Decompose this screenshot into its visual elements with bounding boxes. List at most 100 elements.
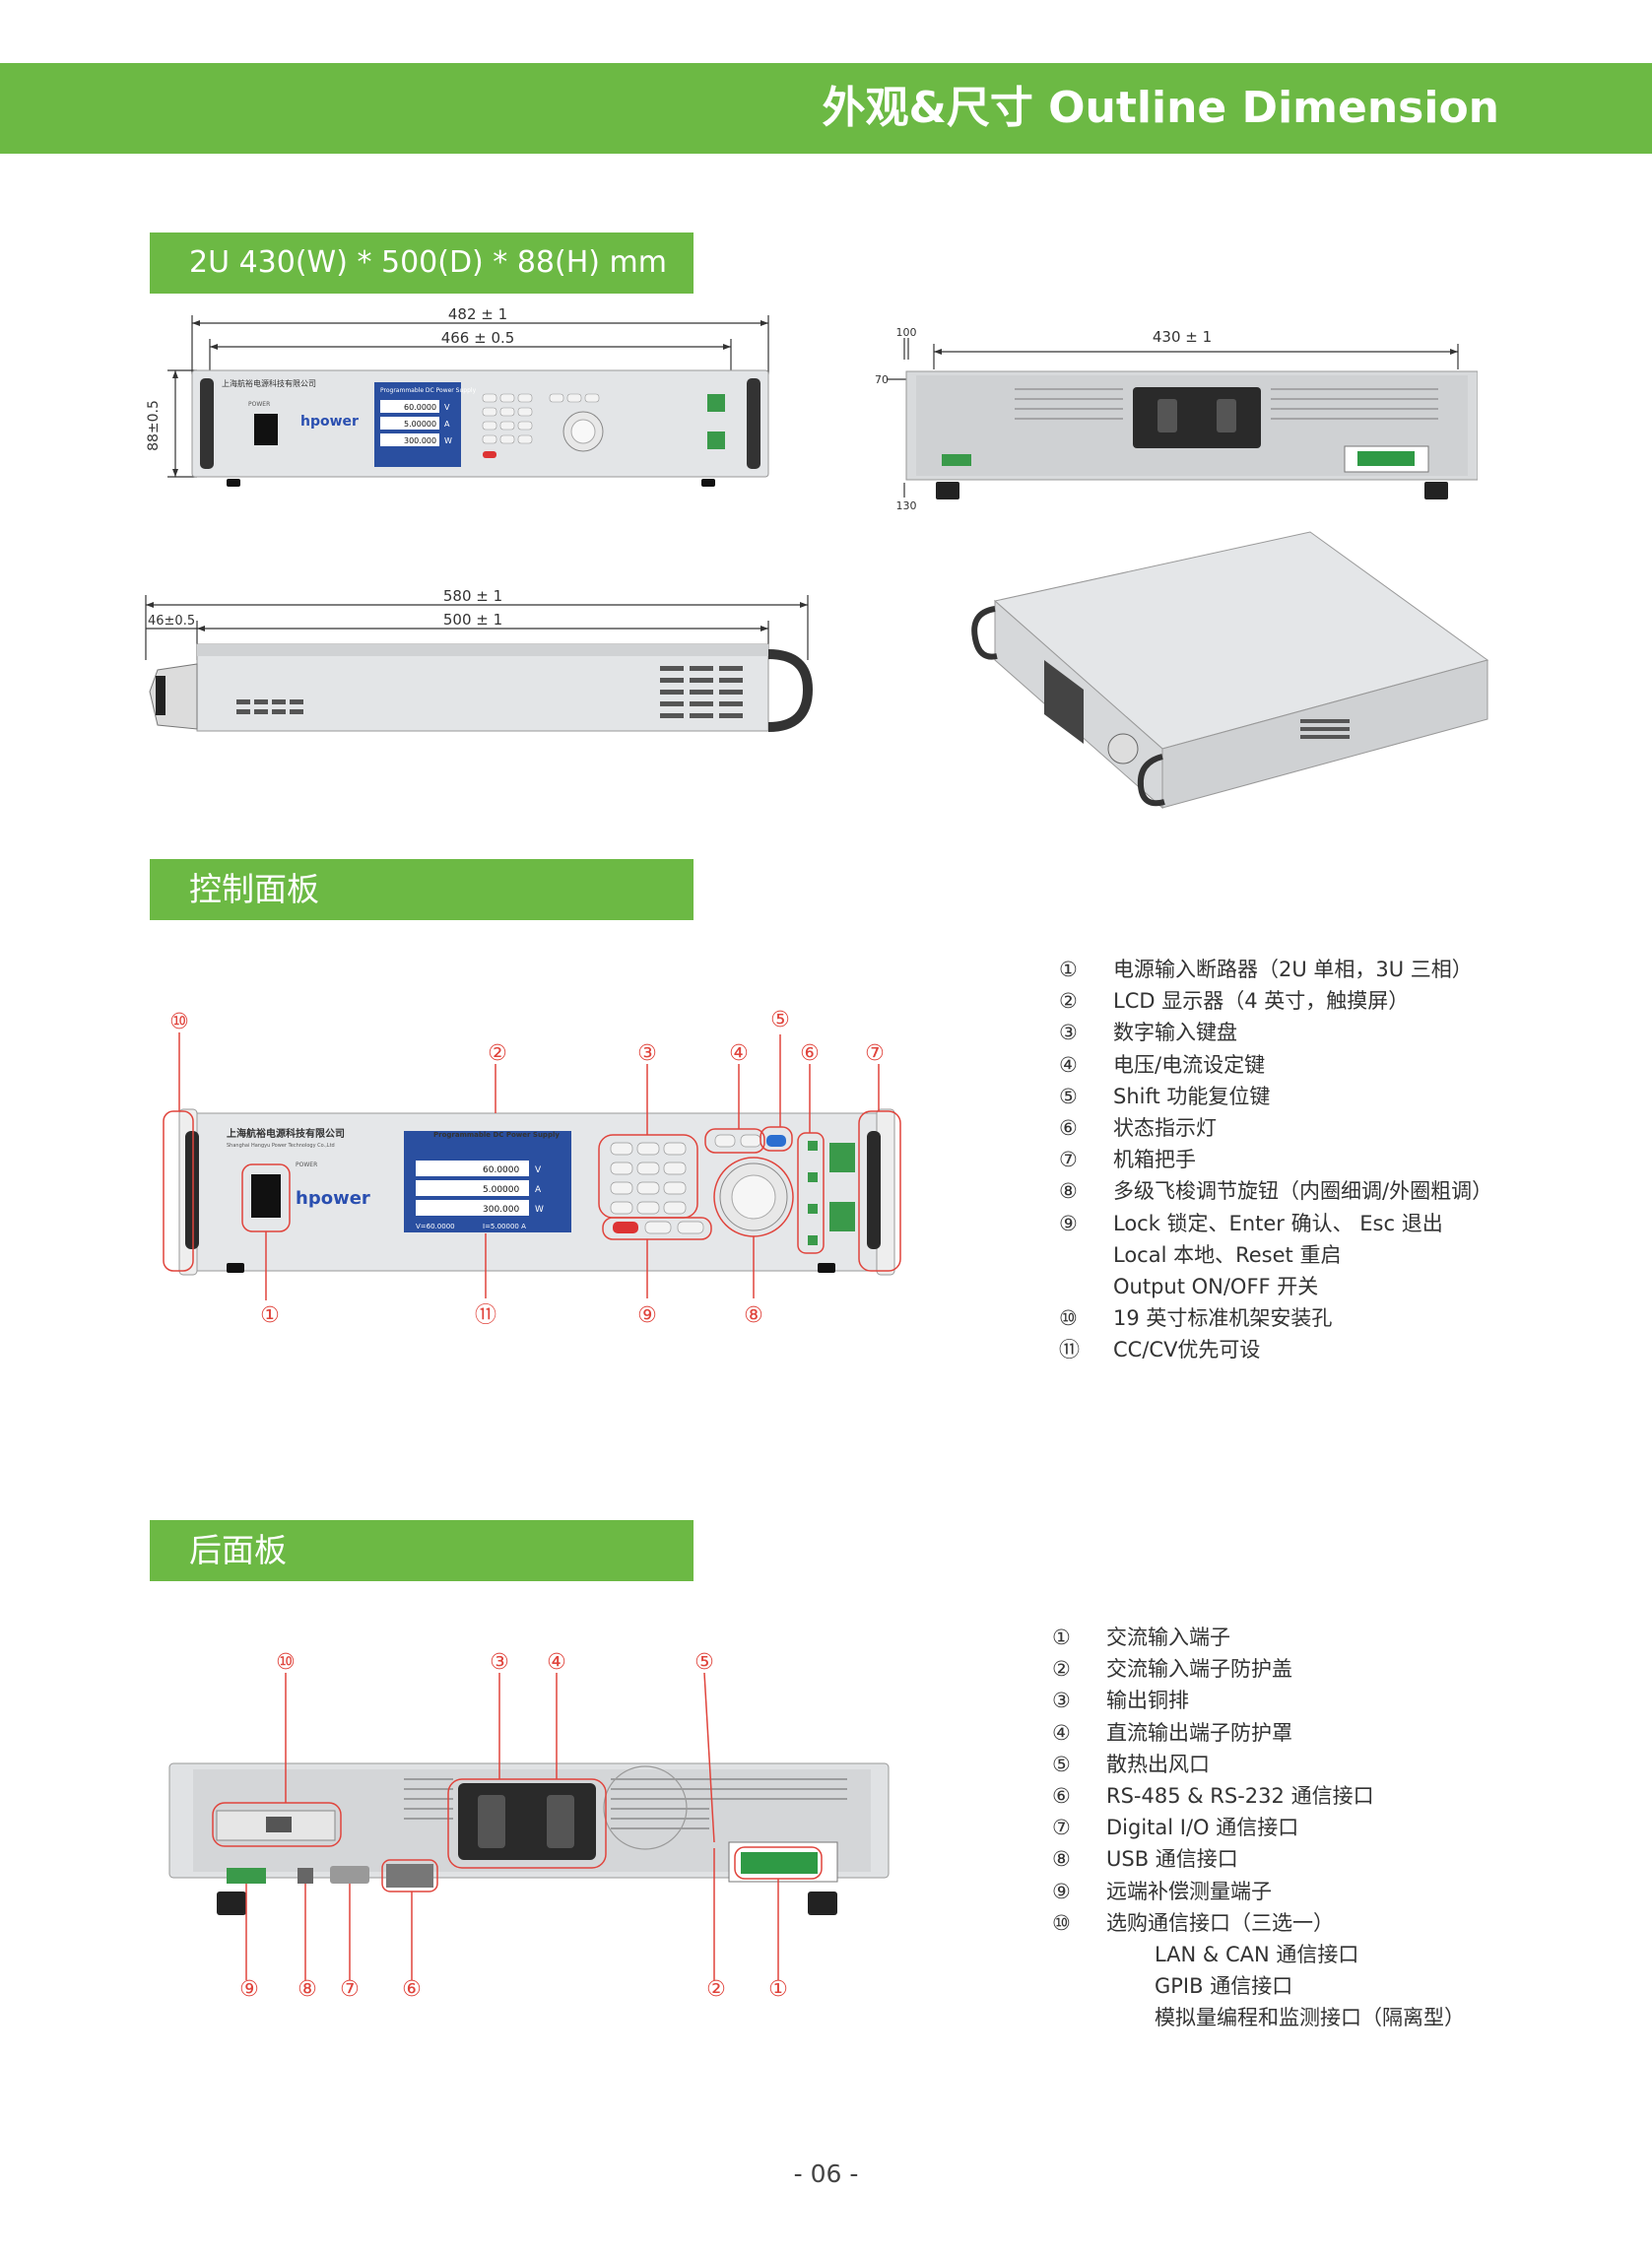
front-view-dimension-figure: 482 ± 1 466 ± 0.5 88±0.5 上海航裕电源科技有限公司 PO… [146, 305, 769, 487]
cp-unit-a: A [535, 1185, 542, 1195]
front-width-outer: 482 ± 1 [448, 305, 507, 323]
cp-bottom-v: V=60.0000 [416, 1223, 455, 1230]
rear-digital-io-port[interactable] [330, 1866, 369, 1884]
page-title: 外观&尺寸 Outline Dimension [822, 83, 1499, 133]
front-width-inner: 466 ± 0.5 [441, 329, 515, 347]
rear-rs485-port[interactable] [386, 1864, 433, 1888]
front-unit-w: W [444, 436, 452, 445]
isometric-view-figure [971, 531, 1489, 810]
front-reading-a: 5.00000 [404, 420, 436, 429]
control-panel-title: 控制面板 [189, 870, 319, 908]
cp-vset-button[interactable] [714, 1134, 736, 1148]
rp-legend-subitem: LAN & CAN 通信接口 [1155, 1943, 1359, 1967]
cp-power-label: POWER [296, 1162, 317, 1168]
front-brand: 上海航裕电源科技有限公司 [222, 378, 316, 388]
front-power-label: POWER [248, 401, 270, 408]
cp-callout-11: ⑪ [475, 1303, 496, 1328]
front-height: 88±0.5 [146, 400, 162, 451]
cp-callout-9: ⑨ [637, 1303, 657, 1328]
rp-callout-3: ③ [490, 1650, 509, 1675]
power-switch[interactable] [254, 414, 278, 445]
front-panel-title: Programmable DC Power Supply [380, 387, 477, 394]
handle-left [200, 378, 214, 469]
cp-brand: 上海航裕电源科技有限公司 [227, 1127, 345, 1140]
rp-callout-4: ④ [547, 1650, 566, 1675]
rear-usb-port[interactable] [297, 1868, 313, 1884]
rp-callout-5: ⑤ [694, 1650, 714, 1675]
rear-dim-left: 70 [875, 373, 889, 386]
rp-legend-subitem: 模拟量编程和监测接口（隔离型） [1155, 2006, 1465, 2030]
cp-lock-button[interactable] [644, 1221, 672, 1234]
front-unit-v: V [444, 403, 450, 412]
side-length-outer: 580 ± 1 [443, 587, 502, 605]
rp-legend-subitem: GPIB 通信接口 [1155, 1974, 1293, 1999]
rp-callout-10: ⑩ [276, 1650, 296, 1675]
rear-ac-input-terminal [741, 1852, 818, 1874]
page-number: - 06 - [793, 2159, 859, 2188]
cp-enter-button[interactable] [677, 1221, 704, 1234]
handle-right [747, 378, 760, 469]
cp-power-switch[interactable] [251, 1174, 281, 1218]
cp-callout-4: ④ [729, 1041, 749, 1066]
header-banner: 外观&尺寸 Outline Dimension [0, 63, 1652, 154]
rp-callout-9: ⑨ [239, 1977, 259, 2002]
rp-callout-2: ② [706, 1977, 726, 2002]
cp-callout-3: ③ [637, 1041, 657, 1066]
cp-iset-button[interactable] [740, 1134, 761, 1148]
front-reading-w: 300.000 [404, 436, 436, 445]
rear-dim-bottom: 130 [896, 499, 917, 512]
rp-callout-7: ⑦ [340, 1977, 360, 2002]
cp-callout-10: ⑩ [169, 1010, 189, 1034]
cp-brand-en: Shanghai Hangyu Power Technology Co.,Ltd [227, 1143, 335, 1149]
cp-callout-5: ⑤ [770, 1008, 790, 1032]
rear-panel-figure: ① ② ③ ④ ⑤ ⑥ ⑦ ⑧ ⑨ ⑩ [168, 1650, 890, 2002]
front-logo: hpower [300, 414, 359, 430]
side-handle-offset: 46±0.5 [148, 614, 195, 629]
svg-text:hpower: hpower [296, 1188, 370, 1209]
side-view-dimension-figure: 580 ± 1 500 ± 1 46±0.5 [145, 587, 814, 732]
cp-bottom-i: I=5.00000 A [483, 1223, 526, 1230]
cp-legend-cont: Local 本地、Reset 重启 [1113, 1242, 1342, 1267]
front-keypad[interactable] [482, 393, 533, 444]
rear-output-busbar [1133, 387, 1261, 448]
rp-callout-1: ① [768, 1977, 788, 2002]
cp-output-button[interactable] [613, 1222, 638, 1233]
rear-panel-title: 后面板 [189, 1531, 287, 1569]
cp-callout-2: ② [488, 1041, 507, 1066]
cp-shift-button[interactable] [766, 1135, 786, 1147]
rear-remote-sense-terminal [227, 1868, 266, 1884]
rear-view-dimension-figure: 430 ± 1 100 70 130 [875, 326, 1478, 512]
cp-legend-cont: Output ON/OFF 开关 [1113, 1275, 1319, 1299]
cp-keypad[interactable] [610, 1142, 687, 1215]
cp-handle-left [185, 1131, 199, 1249]
rear-dim-top: 100 [896, 326, 917, 339]
front-reading-v: 60.0000 [404, 403, 436, 412]
cp-reading-w: 300.000 [483, 1205, 519, 1215]
cp-callout-6: ⑥ [800, 1041, 820, 1066]
cp-callout-8: ⑧ [744, 1303, 763, 1328]
dimension-section-bar: 2U 430(W) * 500(D) * 88(H) mm [150, 232, 694, 294]
cp-callout-1: ① [260, 1303, 280, 1328]
cp-callout-7: ⑦ [865, 1041, 885, 1066]
cp-unit-v: V [535, 1165, 542, 1175]
cp-panel-title: Programmable DC Power Supply [433, 1131, 560, 1139]
